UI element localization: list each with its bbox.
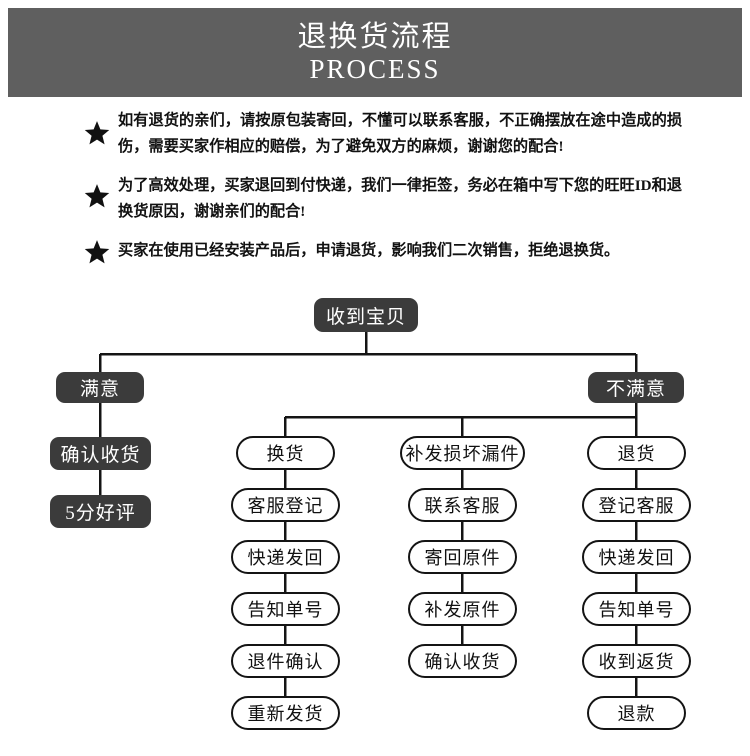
flow-node-five-star-review[interactable]: 5分好评 (50, 495, 151, 528)
note-text: 为了高效处理，买家退回到付快递，我们一律拒签，务必在箱中写下您的旺旺ID和退换货… (118, 177, 682, 220)
flow-node-unsatisfied[interactable]: 不满意 (588, 372, 684, 403)
note-item: 买家在使用已经安装产品后，申请退货，影响我们二次销售，拒绝退换货。 (82, 238, 682, 265)
flow-node-service-register[interactable]: 客服登记 (231, 488, 340, 522)
note-text: 如有退货的亲们，请按原包装寄回，不懂可以联系客服，不正确摆放在途中造成的损伤，需… (118, 112, 682, 155)
note-item: 为了高效处理，买家退回到付快递，我们一律拒签，务必在箱中写下您的旺旺ID和退换货… (82, 173, 682, 225)
flow-node-notify-tracking-2[interactable]: 告知单号 (582, 592, 691, 626)
flow-node-notify-tracking[interactable]: 告知单号 (231, 592, 340, 626)
notes-list: 如有退货的亲们，请按原包装寄回，不懂可以联系客服，不正确摆放在途中造成的损伤，需… (82, 108, 682, 278)
flow-node-received-return[interactable]: 收到返货 (582, 644, 691, 678)
star-icon (82, 238, 112, 265)
flow-node-ship-back-2[interactable]: 快递发回 (582, 540, 691, 574)
flow-node-confirm-receipt-2[interactable]: 确认收货 (408, 644, 517, 678)
flow-node-register-service[interactable]: 登记客服 (582, 488, 691, 522)
flow-node-return-confirm[interactable]: 退件确认 (231, 644, 340, 678)
page-title-en: PROCESS (309, 54, 441, 84)
star-icon (82, 173, 112, 209)
star-icon (82, 108, 112, 146)
flow-node-reship[interactable]: 重新发货 (231, 696, 340, 730)
flow-node-reship-damaged[interactable]: 补发损坏漏件 (400, 436, 525, 470)
note-item: 如有退货的亲们，请按原包装寄回，不懂可以联系客服，不正确摆放在途中造成的损伤，需… (82, 108, 682, 160)
flow-node-return-goods[interactable]: 退货 (587, 436, 686, 470)
note-text: 买家在使用已经安装产品后，申请退货，影响我们二次销售，拒绝退换货。 (118, 242, 620, 259)
flow-node-exchange[interactable]: 换货 (236, 436, 335, 470)
flow-node-ship-back[interactable]: 快递发回 (231, 540, 340, 574)
page-title-cn: 退换货流程 (297, 21, 453, 53)
flow-node-contact-service[interactable]: 联系客服 (408, 488, 517, 522)
flow-node-refund[interactable]: 退款 (587, 696, 686, 730)
page-header-banner: 退换货流程 PROCESS (8, 8, 742, 97)
flow-node-resend-original[interactable]: 补发原件 (408, 592, 517, 626)
flow-node-satisfied[interactable]: 满意 (56, 372, 144, 403)
flow-node-root[interactable]: 收到宝贝 (314, 298, 418, 332)
flow-node-send-back-original[interactable]: 寄回原件 (408, 540, 517, 574)
flow-node-confirm-receipt[interactable]: 确认收货 (50, 437, 151, 470)
